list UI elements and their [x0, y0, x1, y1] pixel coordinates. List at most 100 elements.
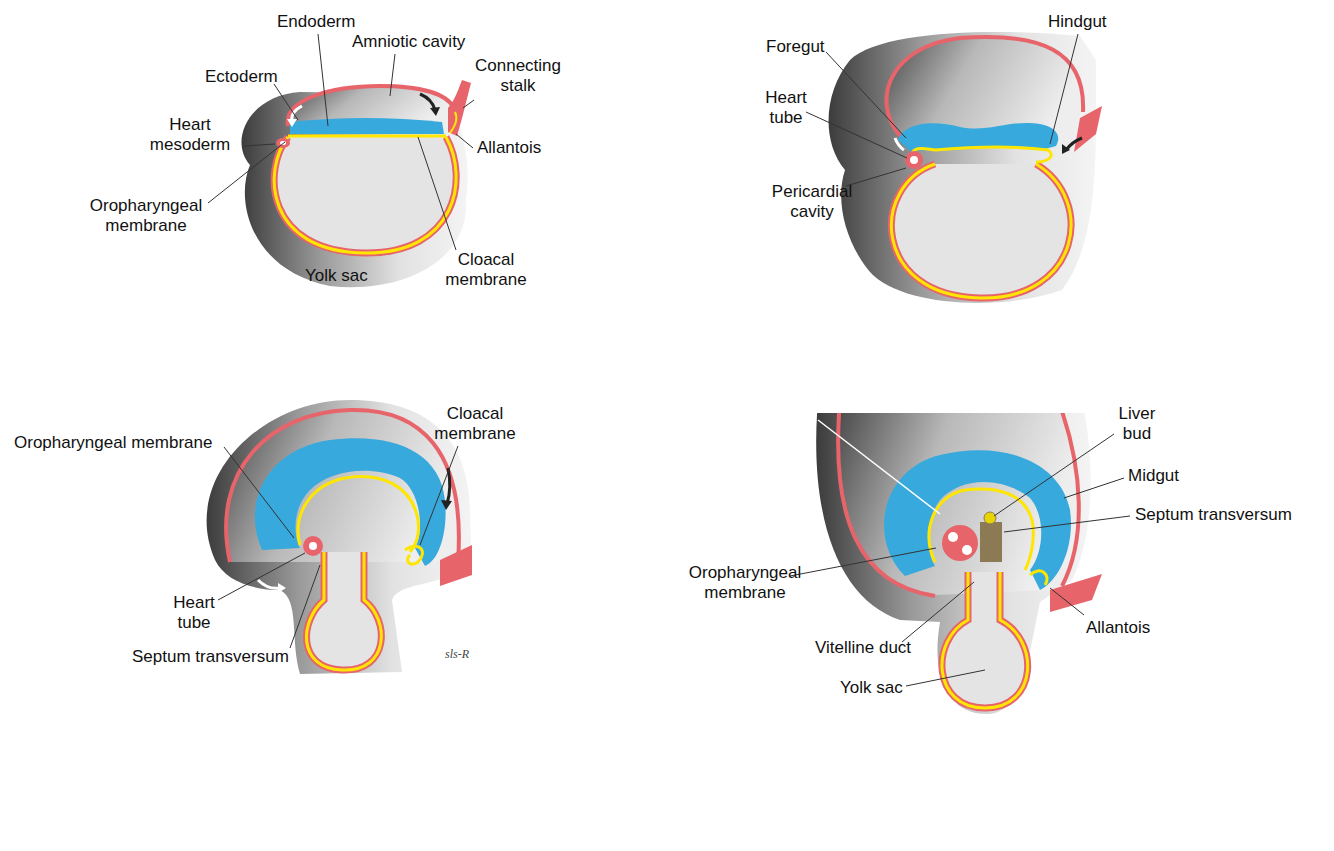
- leader-line: [463, 100, 474, 108]
- liver-bud: [984, 512, 996, 524]
- yolk-sac: [891, 164, 1071, 298]
- heart-lumen: [309, 542, 317, 550]
- leader-line: [290, 565, 320, 648]
- leader-line: [218, 553, 305, 600]
- heart-tube: [303, 536, 323, 556]
- heart-tube: [910, 156, 918, 164]
- connecting-stalk: [1074, 106, 1102, 152]
- connecting-stalk: [440, 545, 472, 586]
- yolk-sac: [274, 137, 456, 253]
- structure-label: Midgut: [1128, 466, 1179, 486]
- pericardial-cavity: [948, 532, 958, 542]
- yolk-sac-endoderm: [306, 552, 381, 670]
- fold-arrowhead: [430, 107, 440, 116]
- artist-signature: sls-R: [445, 648, 469, 662]
- leader-line: [418, 137, 456, 250]
- endoderm-line: [288, 135, 446, 138]
- structure-label: Heart tube: [168, 593, 220, 632]
- outer-shadow: [241, 92, 467, 287]
- gut-endoderm: [929, 489, 1033, 570]
- outer-shadow: [829, 32, 1097, 303]
- leader-line: [790, 548, 936, 576]
- embryo-ectoderm: [255, 438, 446, 566]
- leader-line: [806, 112, 907, 158]
- gut-endoderm: [913, 147, 1051, 162]
- structure-label: Hindgut: [1048, 12, 1107, 32]
- yolk-sac-endoderm: [274, 137, 456, 253]
- fold-arrow: [895, 138, 904, 150]
- yolk-sac-endoderm: [891, 164, 1071, 298]
- leader-line: [1050, 34, 1078, 144]
- structure-label: Allantois: [477, 138, 541, 158]
- leader-line: [1050, 588, 1084, 615]
- allantois: [1030, 571, 1047, 585]
- leader-line: [846, 168, 906, 186]
- structure-label: Yolk sac: [840, 678, 903, 698]
- ectoderm-disc: [290, 118, 444, 134]
- leader-line: [390, 54, 395, 96]
- structure-label: Vitelline duct: [815, 638, 911, 658]
- fold-arrowhead: [278, 583, 286, 593]
- leader-lines: [790, 420, 1130, 686]
- fold-arrow: [1066, 138, 1082, 150]
- outer-shadow: [207, 400, 472, 674]
- amnion-outline: [887, 37, 1084, 136]
- leader-line: [902, 582, 974, 642]
- septum-transversum: [980, 522, 1002, 562]
- fold-arrowhead: [1062, 144, 1070, 154]
- structure-label: Oropharyngeal membrane: [14, 433, 212, 453]
- leader-line: [318, 34, 328, 126]
- connecting-stalk: [1050, 574, 1102, 612]
- hindgut-loop: [405, 546, 422, 564]
- structure-label: Septum transversum: [132, 647, 289, 667]
- connecting-stalk: [448, 80, 471, 136]
- allantois: [450, 112, 456, 133]
- structure-label: Connecting stalk: [470, 56, 566, 95]
- leader-line: [274, 84, 298, 120]
- heart: [942, 525, 978, 561]
- leader-line: [244, 144, 275, 146]
- leader-line: [420, 446, 458, 545]
- structure-label: Oropharyngeal membrane: [84, 196, 208, 235]
- pericardial-cavity: [962, 545, 972, 555]
- leader-lines: [218, 446, 458, 648]
- yolk-sac-endoderm: [942, 572, 1028, 708]
- structure-label: Heart tube: [760, 88, 812, 127]
- structure-label: Endoderm: [277, 12, 355, 32]
- panel-d: [790, 413, 1130, 714]
- structure-label: Cloacal membrane: [443, 250, 529, 289]
- structure-label: Allantois: [1086, 618, 1150, 638]
- fold-arrow: [258, 580, 280, 588]
- structure-label: Pericardial cavity: [762, 182, 862, 221]
- leader-lines: [208, 34, 474, 250]
- embryo-ectoderm: [884, 450, 1071, 590]
- leader-line: [826, 52, 906, 138]
- structure-label: Oropharyngeal membrane: [683, 563, 807, 602]
- panel-b: [806, 32, 1102, 303]
- structure-label: Foregut: [766, 37, 825, 57]
- yolk-sac: [306, 552, 381, 670]
- structure-label: Liver bud: [1114, 404, 1160, 443]
- amnion-outline: [838, 413, 1079, 596]
- panel-c: [207, 400, 472, 674]
- yolk-sac: [942, 572, 1028, 708]
- leader-line: [456, 134, 473, 148]
- structure-label: Cloacal membrane: [432, 404, 518, 443]
- fold-arrow: [420, 94, 435, 110]
- structure-label: Septum transversum: [1135, 505, 1292, 525]
- pericardial-cavity: [905, 151, 923, 169]
- leader-line: [1004, 516, 1130, 532]
- fold-arrowhead: [441, 500, 452, 510]
- leader-line: [906, 670, 985, 686]
- leader-line: [224, 447, 294, 538]
- structure-label: Heart mesoderm: [140, 115, 240, 154]
- amniotic-cavity: [887, 37, 1083, 140]
- leader-lines: [806, 34, 1078, 186]
- fold-arrowhead: [287, 119, 297, 127]
- structure-label: Ectoderm: [205, 67, 278, 87]
- leader-line: [994, 434, 1114, 516]
- structure-label: Amniotic cavity: [352, 32, 465, 52]
- structure-label: Yolk sac: [305, 266, 368, 286]
- leader-line: [1064, 478, 1124, 498]
